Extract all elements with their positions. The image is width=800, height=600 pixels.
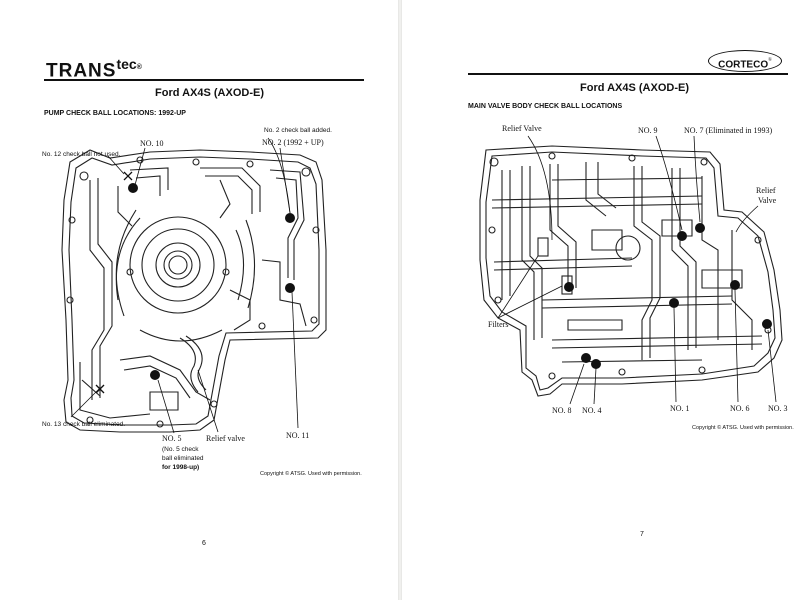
logo-reg: ®	[136, 64, 143, 71]
logo-sup: tec	[116, 56, 137, 72]
page-subtitle: PUMP CHECK BALL LOCATIONS: 1992-UP	[44, 110, 186, 117]
copyright-right: Copyright © ATSG. Used with permission.	[692, 425, 794, 431]
label-no1: NO. 1	[670, 404, 690, 413]
page-title: Ford AX4S (AXOD-E)	[155, 87, 264, 99]
label-no2: NO. 2 (1992 + UP)	[262, 138, 324, 147]
logo-main: TRANS	[46, 60, 117, 82]
label-no5-note-1: (No. 5 check	[162, 446, 199, 453]
corteco-logo: CORTECO®	[708, 50, 782, 72]
label-no13-note: No. 13 check ball eliminated.	[42, 421, 126, 428]
label-no6: NO. 6	[730, 404, 750, 413]
header-rule-right	[468, 73, 788, 75]
pump-diagram	[61, 137, 327, 434]
label-filters: Filters	[488, 320, 509, 329]
label-no5-note-2: ball eliminated	[162, 455, 204, 462]
page-number-right: 7	[640, 531, 644, 538]
label-no10: NO. 10	[140, 139, 164, 148]
corteco-logo-text: CORTECO	[718, 59, 769, 71]
transtec-logo: TRANStec®	[46, 56, 143, 82]
right-page: CORTECO® Ford AX4S (AXOD-E) MAIN VALVE B…	[402, 0, 800, 600]
label-no5: NO. 5	[162, 434, 182, 443]
valve-body-diagram	[479, 135, 783, 405]
label-relief-valve-right-2: Valve	[758, 196, 777, 205]
page-subtitle-right: MAIN VALVE BODY CHECK BALL LOCATIONS	[468, 103, 623, 110]
label-relief-valve-top: Relief Valve	[502, 124, 542, 133]
label-no7: NO. 7 (Eliminated in 1993)	[684, 126, 773, 135]
label-relief-valve: Relief valve	[206, 434, 245, 443]
label-no8: NO. 8	[552, 406, 572, 415]
header-rule	[44, 79, 364, 81]
label-relief-valve-right-1: Relief	[756, 186, 776, 195]
label-no9: NO. 9	[638, 126, 658, 135]
label-no2-added: No. 2 check ball added.	[264, 127, 332, 134]
page-number-left: 6	[202, 540, 206, 547]
book-gutter	[398, 0, 402, 600]
left-page: TRANStec® Ford AX4S (AXOD-E) PUMP CHECK …	[0, 0, 399, 600]
copyright-left: Copyright © ATSG. Used with permission.	[260, 471, 362, 477]
label-no11: NO. 11	[286, 431, 310, 440]
label-no12-note: No. 12 check ball not used.	[42, 151, 121, 158]
label-no4: NO. 4	[582, 406, 602, 415]
label-no3: NO. 3	[768, 404, 788, 413]
page-title-right: Ford AX4S (AXOD-E)	[580, 82, 689, 94]
label-no5-note-3: for 1998-up)	[162, 464, 200, 471]
corteco-logo-reg: ®	[768, 58, 772, 63]
